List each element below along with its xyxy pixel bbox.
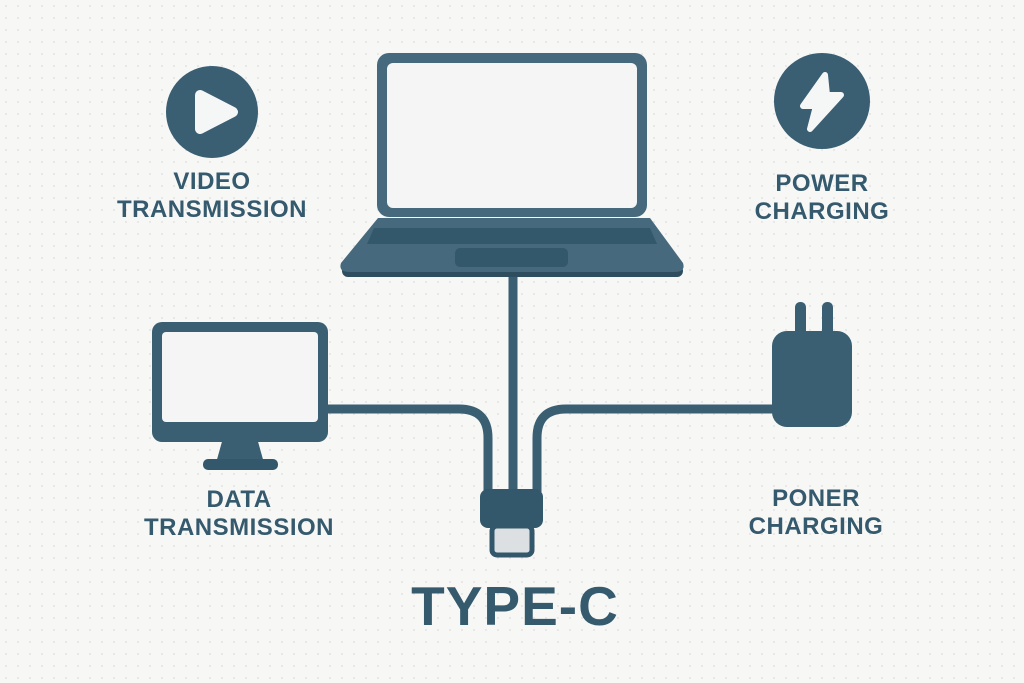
power-charging-bottom-line1: PONER (772, 485, 860, 512)
monitor-illustration (152, 322, 328, 470)
power-badge (774, 53, 870, 149)
play-icon (195, 90, 238, 134)
adapter-body (772, 331, 852, 427)
laptop-screen (387, 63, 637, 208)
adapter-prong-left (795, 302, 806, 336)
data-transmission-line1: DATA (206, 486, 272, 513)
power-charging-bottom-line2: CHARGING (748, 513, 884, 540)
laptop-keyboard (367, 228, 657, 244)
video-transmission-line2: TRANSMISSION (116, 196, 307, 223)
connector-tip (489, 523, 535, 558)
monitor-stand-neck (216, 438, 264, 463)
connector-body (480, 489, 543, 528)
monitor-stand-base (203, 459, 278, 470)
monitor-screen (162, 332, 318, 422)
adapter-prong-right (822, 302, 833, 336)
page-title: TYPE-C (411, 575, 619, 637)
data-transmission-line2: TRANSMISSION (143, 514, 334, 541)
cables (328, 272, 773, 492)
power-charging-top-line1: POWER (775, 170, 869, 197)
type-c-connector (480, 489, 543, 558)
power-charging-label-bottom: PONER CHARGING (686, 485, 946, 541)
video-transmission-line1: VIDEO (173, 168, 251, 195)
power-charging-label-top: POWER CHARGING (692, 170, 952, 226)
laptop-trackpad (455, 248, 568, 267)
data-transmission-label: DATA TRANSMISSION (109, 486, 369, 542)
power-charging-top-line2: CHARGING (754, 198, 890, 225)
lightning-bolt-icon (800, 72, 844, 132)
power-adapter-illustration (772, 302, 852, 427)
adapter-cable (532, 404, 773, 492)
laptop-illustration (340, 53, 684, 277)
video-transmission-label: VIDEO TRANSMISSION (82, 168, 342, 224)
monitor-cable (328, 404, 493, 492)
video-badge (166, 66, 258, 158)
